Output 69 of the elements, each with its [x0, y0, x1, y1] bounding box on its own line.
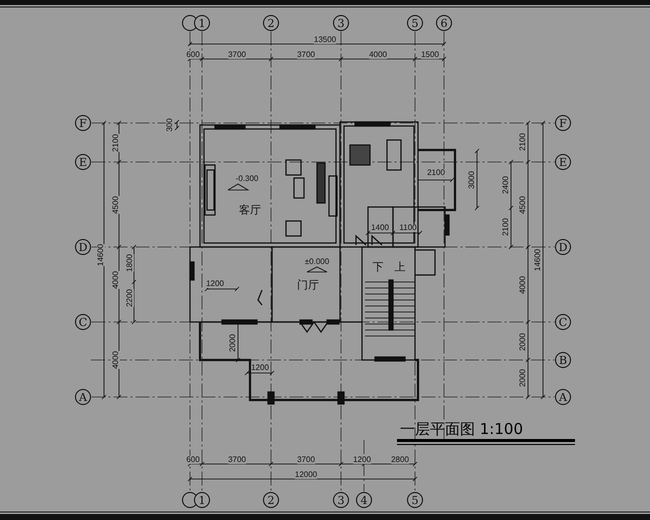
axis-bubble: 3	[333, 492, 349, 508]
axis-bubble: 5	[407, 492, 423, 508]
dimension-text: 2000	[229, 334, 237, 352]
axis-bubble: 2	[263, 492, 279, 508]
room-label: 下	[372, 262, 384, 272]
axis-line	[270, 31, 272, 492]
axis-bubble: A	[555, 389, 571, 405]
dimension-text: 1200	[251, 364, 269, 372]
dimension-text: -0.300	[236, 175, 258, 183]
axis-bubble: 1	[194, 15, 210, 31]
dimension-text: 3000	[468, 171, 476, 189]
room-label: 客厅	[239, 204, 261, 216]
axis-bubble: E	[555, 154, 571, 170]
drawing-title: 一层平面图 1:100	[400, 420, 523, 439]
dimension-text: 2000	[519, 369, 527, 387]
dimension-text: 2400	[502, 176, 510, 194]
axis-bubble: 4	[356, 492, 372, 508]
dimension-text: 3700	[228, 456, 246, 464]
dimension-text: 1800	[126, 254, 134, 272]
dimension-text: 3700	[297, 51, 315, 59]
dimension-text: ±0.000	[304, 258, 330, 266]
circle-axis-marker	[182, 492, 198, 508]
dimension-text: 12000	[294, 471, 318, 479]
dimension-text: 1400	[371, 224, 389, 232]
axis-bubble: 3	[333, 15, 349, 31]
dimension-text: 2100	[502, 218, 510, 236]
axis-bubble: B	[555, 352, 571, 368]
axis-line	[91, 122, 555, 124]
axis-bubble: D	[555, 239, 571, 255]
dimension-text: 4000	[112, 351, 120, 369]
dimension-text: 2200	[126, 289, 134, 307]
dimension-text: 2100	[519, 133, 527, 151]
axis-bubble: 2	[263, 15, 279, 31]
axis-bubble: C	[555, 314, 571, 330]
room-label: 上	[394, 262, 406, 272]
dimension-text: 4000	[112, 271, 120, 289]
dimension-text: 4500	[519, 196, 527, 214]
axis-bubble: A	[75, 389, 91, 405]
circle-axis-marker	[182, 15, 198, 31]
dimension-text: 1200	[353, 456, 371, 464]
dimension-text: 13500	[314, 36, 336, 44]
axis-line	[340, 31, 342, 492]
dimension-text: 3700	[228, 51, 246, 59]
dimension-text: 1100	[399, 224, 417, 232]
dimension-text: 14600	[534, 248, 542, 272]
dimension-text: 2100	[427, 169, 445, 177]
axis-bubble: 6	[436, 15, 452, 31]
axis-bubble: 5	[407, 15, 423, 31]
dimension-text: 1500	[421, 51, 439, 59]
dimension-text: 600	[186, 456, 200, 464]
dimension-text: 2100	[112, 134, 120, 152]
dimension-text: 4500	[112, 196, 120, 214]
axis-bubble: D	[75, 239, 91, 255]
axis-bubble: C	[75, 314, 91, 330]
axis-bubble: 1	[194, 492, 210, 508]
axis-bubble: F	[555, 115, 571, 131]
dimension-text: 600	[186, 51, 200, 59]
dimension-text: 3700	[297, 456, 315, 464]
dimension-text: 2000	[519, 333, 527, 351]
dimension-text: 4000	[369, 51, 387, 59]
room-label: 门厅	[297, 280, 319, 290]
dimension-text: 300	[166, 118, 174, 132]
dimension-text: 4000	[519, 276, 527, 294]
axis-line	[91, 396, 555, 398]
dimension-text: 14600	[97, 244, 105, 266]
dimension-text: 2800	[391, 456, 409, 464]
axis-bubble: F	[75, 115, 91, 131]
dimension-text: 1200	[206, 280, 224, 288]
axis-bubble: E	[75, 154, 91, 170]
